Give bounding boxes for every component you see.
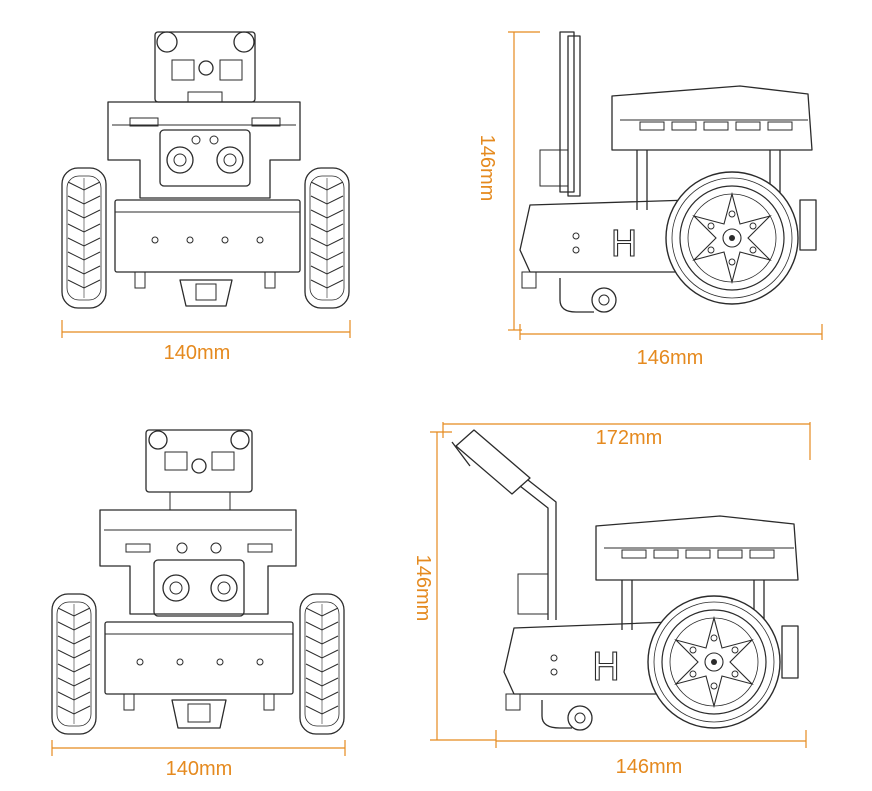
front-top-width-label: 140mm — [164, 342, 231, 364]
side-bottom-overall-label: 172mm — [596, 427, 663, 449]
side-view-bottom: H — [451, 429, 799, 731]
side-top-length-dimension: 146mm — [519, 324, 823, 369]
side-top-length-label: 146mm — [637, 347, 704, 369]
chassis-h-mark-2: H — [592, 645, 621, 689]
front-view-bottom — [51, 429, 345, 735]
front-top-width-dimension: 140mm — [61, 320, 351, 364]
front-view-top — [61, 31, 350, 309]
side-bottom-height-label: 146mm — [412, 555, 434, 622]
side-bottom-height-dimension: 146mm — [412, 431, 496, 741]
side-top-height-dimension: 146mm — [476, 31, 540, 331]
front-bottom-width-label: 140mm — [166, 758, 233, 780]
front-bottom-width-dimension: 140mm — [51, 740, 346, 780]
side-bottom-overall-dimension: 172mm — [442, 422, 811, 460]
side-bottom-length-dimension: 146mm — [495, 730, 807, 778]
side-top-height-label: 146mm — [476, 135, 498, 202]
chassis-h-mark: H — [610, 224, 637, 265]
side-view-top: H — [519, 31, 817, 313]
side-bottom-length-label: 146mm — [616, 756, 683, 778]
